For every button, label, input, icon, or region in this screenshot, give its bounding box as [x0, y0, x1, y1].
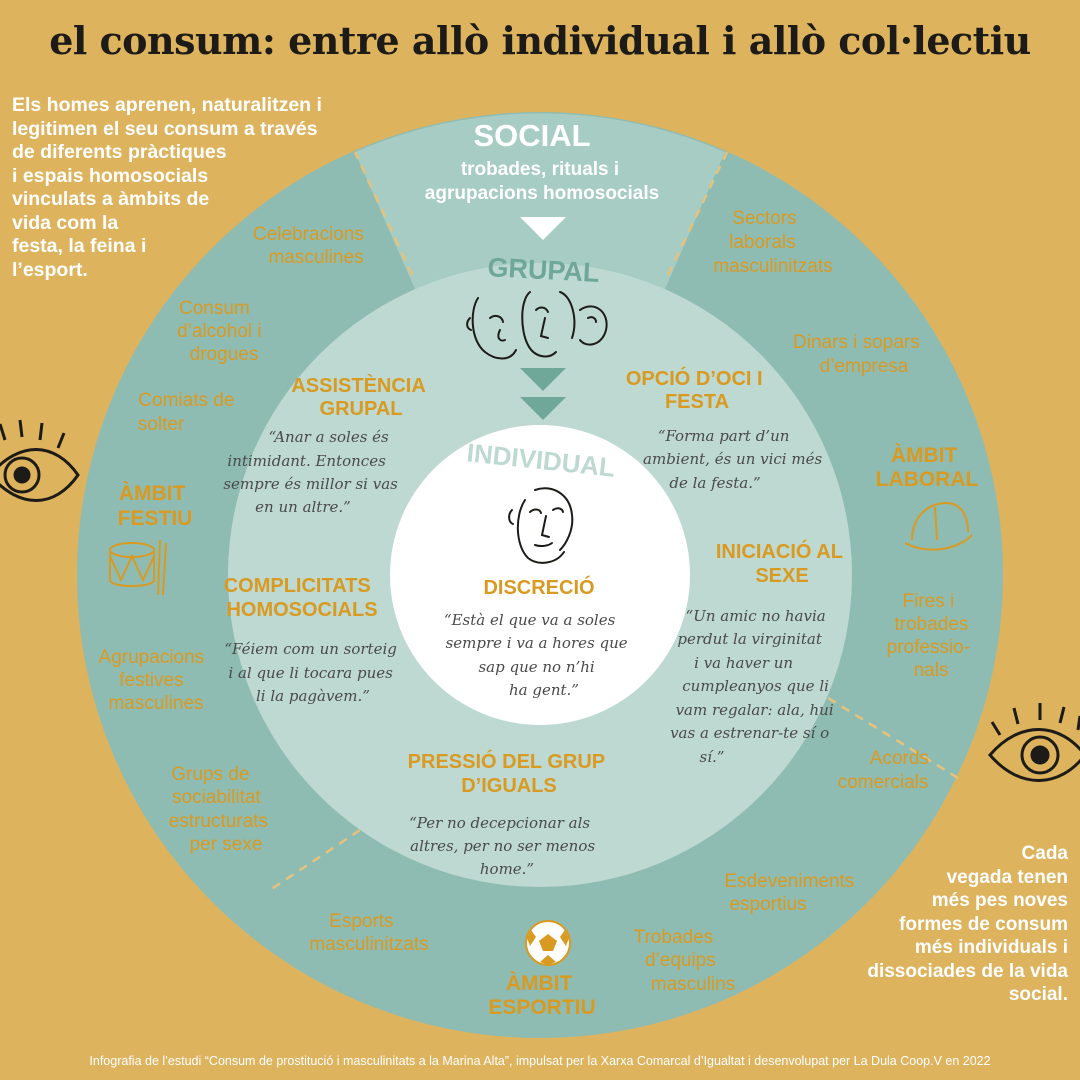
outer-item: Esdeveniments esportius [724, 871, 859, 915]
heading-complicitats: COMPLICITATS HOMOSOCIALS [224, 575, 378, 621]
page-title: el consum: entre allò individual i allò … [49, 18, 1031, 63]
level-social-sub: trobades, rituals i [461, 159, 619, 180]
outro-line: social. [1008, 984, 1068, 1005]
outro-line: vegada tenen [946, 866, 1068, 888]
level-social-sub: agrupacions homosocials [425, 183, 659, 204]
outer-item: Fires i trobades professio- nals [887, 591, 976, 681]
outer-item: Sectors laborals masculinitzats [713, 208, 832, 277]
intro-line: i espais homosocials [12, 164, 209, 187]
ambit-festiu: ÀMBIT FESTIU [118, 482, 193, 530]
heading-pressio: PRESSIÓ DEL GRUP D’IGUALS [408, 749, 611, 797]
quote-oci: “Forma part d’un ambient, és un vici més… [643, 427, 827, 492]
down-arrow-white [520, 217, 566, 240]
quote-discrecio: “Està el que va a soles sempre i va a ho… [444, 611, 633, 699]
helmet-icon [904, 501, 973, 551]
sector-dividers [269, 151, 959, 892]
outer-item: Acords comercials [838, 748, 935, 793]
intro-line: legitimen el seu consum a través [12, 117, 318, 140]
eye-icon-left [0, 419, 80, 502]
center-circle [390, 425, 690, 725]
intro-line: l’esport. [12, 258, 88, 281]
outer-item: Esports masculinitzats [309, 911, 428, 955]
outer-item: Trobades d’equips masculins [634, 927, 736, 995]
outro-text: Cada vegada tenen més pes noves formes d… [828, 842, 1068, 1007]
outer-item: Agrupacions festives masculines [99, 647, 210, 714]
outer-item: Dinars i sopars d’empresa [793, 332, 925, 377]
heading-assistencia: ASSISTÈNCIA GRUPAL [291, 374, 430, 420]
drum-icon [109, 539, 167, 596]
ambit-laboral: ÀMBIT LABORAL [876, 444, 979, 491]
intro-line: festa, la feina i [12, 235, 147, 257]
group-faces-icon [466, 291, 608, 360]
intro-line: vida com la [12, 211, 119, 234]
intro-line: Els homes aprenen, naturalitzen i [12, 94, 322, 116]
ambit-esportiu: ÀMBIT ESPORTIU [488, 972, 595, 1019]
football-icon [525, 920, 571, 966]
intro-text: Els homes aprenen, naturalitzen i legiti… [12, 94, 372, 282]
outer-item: Comiats de solter [138, 390, 240, 435]
outro-line: més individuals i [914, 937, 1068, 958]
quote-assistencia: “Anar a soles és intimidant. Entonces se… [223, 428, 402, 516]
level-grupal: GRUPAL [487, 252, 600, 288]
outer-item: Celebracions masculines [253, 224, 369, 268]
heading-discrecio: DISCRECIÓ [483, 575, 594, 599]
quote-complicitats: “Féiem com un sorteig i al que li tocara… [224, 640, 401, 705]
quote-iniciacio: “Un amic no havia perdut la virginitat i… [670, 607, 838, 766]
eye-icon-right [988, 703, 1080, 782]
down-arrow-teal-2 [520, 397, 566, 420]
outro-line: formes de consum [899, 913, 1068, 935]
level-social: SOCIAL [473, 118, 590, 153]
heading-iniciacio: INICIACIÓ AL SEXE [716, 539, 848, 587]
outer-item: Grups de sociabilitat estructurats per s… [169, 764, 274, 855]
intro-line: de diferents pràctiques [12, 141, 227, 163]
footer-credit: Infografia de l’estudi “Consum de prosti… [89, 1054, 991, 1068]
outro-line: Cada [1021, 843, 1068, 864]
intro-line: vinculats a àmbits de [12, 188, 210, 210]
outer-item: Consum d’alcohol i drogues [177, 298, 267, 365]
down-arrow-teal-1 [520, 368, 566, 391]
outro-line: més pes noves [931, 890, 1068, 911]
individual-face-icon [508, 487, 574, 564]
quote-pressio: “Per no decepcionar als altres, per no s… [409, 814, 600, 878]
heading-oci: OPCIÓ D’OCI I FESTA [626, 366, 768, 413]
outro-line: dissociades de la vida [867, 960, 1068, 982]
